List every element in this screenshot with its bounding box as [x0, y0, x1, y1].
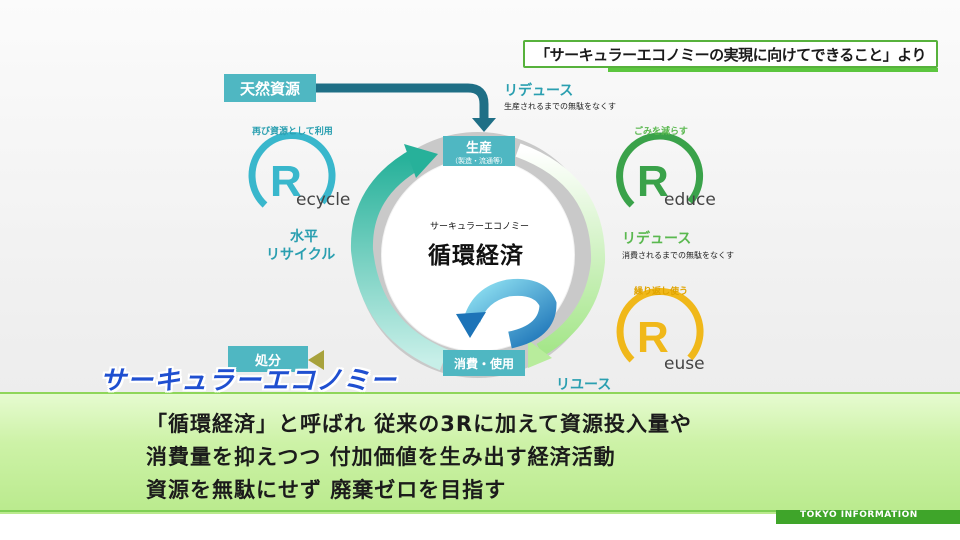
production-box: 生産 （製造・流通等） — [443, 136, 515, 166]
recycle-arrow — [350, 148, 449, 371]
reuse-arrow — [463, 278, 557, 349]
svg-text:R: R — [637, 157, 669, 206]
footer-line — [0, 510, 780, 512]
reduce-caption: ごみを減らす — [634, 127, 688, 137]
recycle-caption: 再び資源として利用 — [252, 127, 333, 137]
recycle-word: ecycle — [296, 190, 351, 210]
reduce-logo-icon: R — [616, 132, 704, 208]
production-sub: （製造・流通等） — [451, 156, 507, 165]
consumption-box: 消費・使用 — [443, 350, 525, 376]
subtitle-line-2: 消費量を抑えつつ 付加価値を生み出す経済活動 — [146, 445, 616, 469]
reuse-word: euse — [664, 354, 705, 374]
source-caption: 「サーキュラーエコノミーの実現に向けてできること」より — [523, 40, 938, 68]
svg-text:R: R — [637, 313, 669, 362]
right-reduce-note: 消費されるまでの無駄をなくす — [622, 251, 734, 260]
reduce-word: educe — [664, 190, 716, 210]
horizontal-label: 水平 — [290, 229, 318, 245]
center-title: 循環経済 — [428, 243, 524, 269]
right-reduce-label: リデュース — [622, 231, 692, 247]
source-underline — [608, 68, 938, 72]
natural-resources-box: 天然資源 — [224, 74, 316, 102]
center-small-label: サーキュラーエコノミー — [430, 222, 530, 232]
subtitle-line-1: 「循環経済」と呼ばれ 従来の3Rに加えて資源投入量や — [146, 412, 693, 436]
subtitle-band — [0, 392, 960, 516]
svg-text:R: R — [270, 157, 302, 206]
disposal-box: 処分 — [228, 346, 308, 372]
top-reduce-label: リデュース — [504, 83, 574, 99]
reuse-label: リユース — [556, 377, 612, 393]
recycle-label: リサイクル — [266, 247, 336, 263]
reuse-caption: 繰り返し使う — [634, 287, 689, 297]
brand-label: TOKYO INFORMATION — [800, 510, 918, 520]
subtitle-line-3: 資源を無駄にせず 廃棄ゼロを目指す — [146, 478, 507, 502]
recycle-logo-icon: R — [248, 132, 336, 208]
supply-arrow — [316, 83, 489, 120]
reuse-logo-icon: R — [616, 288, 704, 363]
reduce-arrow — [515, 143, 606, 357]
top-reduce-note: 生産されるまでの無駄をなくす — [504, 102, 616, 111]
subtitle-heading: サーキュラーエコノミー — [100, 366, 398, 396]
footer-brand-bar — [776, 510, 960, 524]
